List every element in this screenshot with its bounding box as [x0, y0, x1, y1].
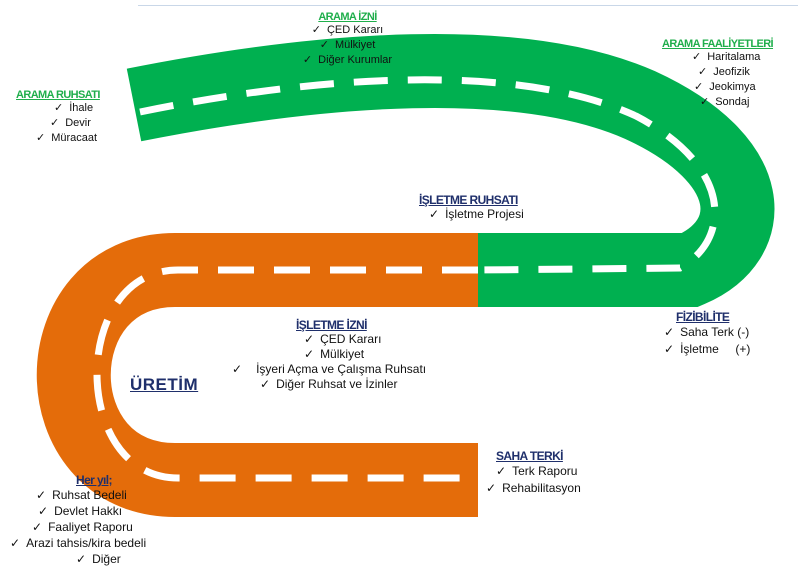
- check-icon: ✓: [36, 488, 47, 502]
- check-icon: ✓: [302, 54, 313, 66]
- list-item: ✓ÇED Kararı: [311, 24, 384, 36]
- list-item: ✓Devir: [50, 117, 91, 129]
- check-icon: ✓: [319, 39, 329, 51]
- check-icon: ✓: [10, 536, 21, 550]
- list-item: ✓Jeofizik: [698, 66, 750, 78]
- isletme-izni-title: İŞLETME İZNİ: [296, 318, 367, 332]
- isletme-ruhsati-block: İŞLETME RUHSATI ✓İşletme Projesi: [419, 193, 524, 222]
- check-icon: ✓: [50, 117, 60, 129]
- check-icon: ✓: [304, 347, 315, 361]
- check-icon: ✓: [664, 325, 675, 339]
- list-item: ✓Mülkiyet: [304, 347, 365, 361]
- check-icon: ✓: [54, 102, 64, 114]
- list-item: ✓Diğer Kurumlar: [302, 54, 393, 66]
- check-icon: ✓: [486, 481, 497, 495]
- green-road-segment: [126, 34, 775, 307]
- list-item: ✓Faaliyet Raporu: [32, 520, 133, 534]
- list-item: ✓Ruhsat Bedeli: [36, 488, 127, 502]
- check-icon: ✓: [32, 520, 43, 534]
- list-item: ✓Diğer Ruhsat ve İzinler: [260, 377, 398, 391]
- list-item: ✓Terk Raporu: [496, 464, 578, 478]
- check-icon: ✓: [76, 552, 87, 566]
- list-item: ✓Devlet Hakkı: [38, 504, 123, 518]
- check-icon: ✓: [429, 207, 440, 221]
- arama-ruhsati-title: ARAMA RUHSATI: [16, 89, 100, 101]
- list-item: ✓ÇED Kararı: [304, 332, 382, 346]
- check-icon: ✓: [698, 66, 708, 78]
- arama-ruhsati-block: ARAMA RUHSATI ✓İhale ✓Devir ✓Müracaat: [16, 89, 100, 146]
- arama-izni-block: ARAMA İZNİ ✓ÇED Kararı ✓Mülkiyet ✓Diğer …: [290, 11, 405, 68]
- list-item: ✓İhale: [54, 102, 94, 114]
- check-icon: ✓: [260, 377, 271, 391]
- list-item: ✓Diğer: [76, 552, 121, 566]
- check-icon: ✓: [304, 332, 315, 346]
- top-divider-line: [138, 5, 798, 6]
- uretim-label: ÜRETİM: [130, 375, 199, 394]
- list-item: ✓Arazi tahsis/kira bedeli: [10, 536, 147, 550]
- list-item: ✓Rehabilitasyon: [486, 481, 581, 495]
- list-item: ✓İşletme Projesi: [429, 207, 524, 221]
- her-yil-block: Her yıl; ✓Ruhsat Bedeli ✓Devlet Hakkı ✓F…: [10, 473, 146, 567]
- saha-terki-block: SAHA TERKİ ✓Terk Raporu ✓Rehabilitasyon: [486, 449, 581, 497]
- check-icon: ✓: [664, 342, 675, 356]
- green-road-lane-dashes: [139, 76, 719, 274]
- list-item: ✓İşyeri Açma ve Çalışma Ruhsatı: [232, 362, 427, 376]
- list-item: ✓Sondaj: [700, 96, 750, 108]
- check-icon: ✓: [694, 81, 704, 93]
- orange-road-lane-dashes: [93, 266, 478, 482]
- isletme-ruhsati-title: İŞLETME RUHSATI: [419, 193, 518, 207]
- check-icon: ✓: [36, 132, 46, 144]
- list-item: ✓Haritalama: [692, 51, 761, 63]
- list-item: ✓Jeokimya: [694, 81, 756, 93]
- isletme-izni-block: İŞLETME İZNİ ✓ÇED Kararı ✓Mülkiyet ✓İşye…: [232, 318, 426, 392]
- arama-faaliyetleri-block: ARAMA FAALİYETLERİ ✓Haritalama ✓Jeofizik…: [662, 38, 774, 110]
- saha-terki-title: SAHA TERKİ: [496, 449, 564, 463]
- her-yil-title: Her yıl;: [76, 473, 112, 487]
- arama-izni-title: ARAMA İZNİ: [318, 11, 377, 23]
- check-icon: ✓: [232, 362, 243, 376]
- list-item: ✓Saha Terk (-): [664, 325, 750, 339]
- arama-faaliyetleri-title: ARAMA FAALİYETLERİ: [662, 38, 774, 50]
- list-item: ✓Müracaat: [36, 132, 98, 144]
- check-icon: ✓: [692, 51, 702, 63]
- fizibilite-title: FİZİBİLİTE: [676, 310, 730, 324]
- orange-road-segment: [36, 233, 478, 517]
- check-icon: ✓: [700, 96, 710, 108]
- fizibilite-block: FİZİBİLİTE ✓Saha Terk (-) ✓İşletme (+): [664, 310, 750, 358]
- check-icon: ✓: [496, 464, 507, 478]
- check-icon: ✓: [38, 504, 49, 518]
- check-icon: ✓: [311, 24, 321, 36]
- list-item: ✓İşletme (+): [664, 342, 751, 356]
- list-item: ✓Mülkiyet: [319, 39, 376, 51]
